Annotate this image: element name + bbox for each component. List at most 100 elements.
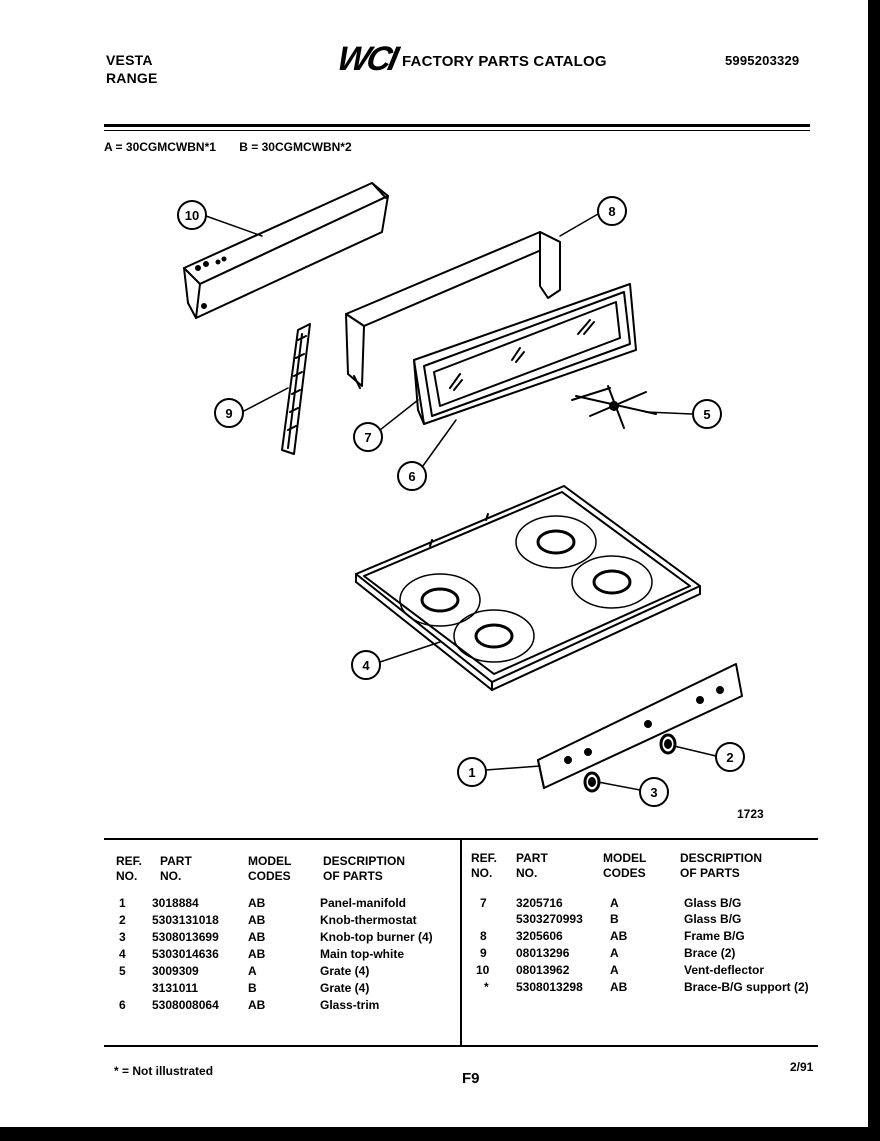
ref-cell: 10 xyxy=(476,963,490,977)
part-cell: 3205606 xyxy=(516,929,563,943)
part-cell: 08013962 xyxy=(516,963,570,977)
callout-6-label: 6 xyxy=(408,469,415,484)
catalog-title: FACTORY PARTS CATALOG xyxy=(402,53,607,70)
part-grate xyxy=(571,385,657,429)
desc-cell: Vent-deflector xyxy=(684,963,765,977)
part-cell: 3018884 xyxy=(152,896,199,910)
part-cell: 5303131018 xyxy=(152,913,219,927)
ref-cell: 4 xyxy=(119,947,126,961)
part-cell: 3009309 xyxy=(152,964,199,978)
callout-1: 1 xyxy=(457,757,487,787)
callout-2-label: 2 xyxy=(726,750,733,765)
part-cell: 3205716 xyxy=(516,896,563,910)
desc-cell: Grate (4) xyxy=(320,964,370,978)
model-cell: AB xyxy=(248,913,266,927)
ref-cell: 5 xyxy=(119,964,126,978)
ref-cell: 1 xyxy=(119,896,126,910)
model-cell: AB xyxy=(248,896,266,910)
header-ref-right: REF.NO. xyxy=(471,851,498,880)
part-brace xyxy=(281,323,311,455)
model-cell: AB xyxy=(610,980,628,994)
model-cell: A xyxy=(610,963,619,977)
model-cell: B xyxy=(248,981,257,995)
callout-3-label: 3 xyxy=(650,785,657,800)
desc-cell: Grate (4) xyxy=(320,981,370,995)
table-column-divider xyxy=(460,840,462,1045)
callout-8: 8 xyxy=(597,196,627,226)
desc-cell: Knob-thermostat xyxy=(320,913,417,927)
ref-cell: 9 xyxy=(480,946,487,960)
part-main-top xyxy=(355,485,701,691)
not-illustrated-note: * = Not illustrated xyxy=(114,1064,214,1078)
callout-9: 9 xyxy=(214,398,244,428)
part-cell: 5308013699 xyxy=(152,930,219,944)
leader-lines xyxy=(205,213,717,791)
scan-edge-right xyxy=(868,0,880,1141)
part-cell: 5303270993 xyxy=(516,912,583,926)
catalog-number: 5995203329 xyxy=(725,53,800,68)
part-vent-deflector xyxy=(183,182,389,319)
model-a-label: A = 30CGMCWBN*1 xyxy=(104,140,216,154)
callout-8-label: 8 xyxy=(608,204,615,219)
part-cell: 5303014636 xyxy=(152,947,219,961)
model-cell: A xyxy=(248,964,257,978)
callout-5-label: 5 xyxy=(703,407,710,422)
product-type: RANGE xyxy=(106,70,158,86)
brand-name: VESTA xyxy=(106,52,153,68)
part-manifold-panel xyxy=(537,663,743,789)
model-cell: B xyxy=(610,912,619,926)
desc-cell: Panel-manifold xyxy=(320,896,407,910)
ref-cell: 3 xyxy=(119,930,126,944)
callout-4-label: 4 xyxy=(362,658,370,673)
page-number: F9 xyxy=(462,1070,480,1087)
header-ref: REF.NO. xyxy=(116,854,143,883)
header-rule xyxy=(104,124,810,127)
model-b-label: B = 30CGMCWBN*2 xyxy=(239,140,352,154)
callout-10: 10 xyxy=(177,200,207,230)
revision-date: 2/91 xyxy=(790,1060,814,1074)
ref-cell: 2 xyxy=(119,913,126,927)
callout-2: 2 xyxy=(715,742,745,772)
callout-3: 3 xyxy=(639,777,669,807)
model-cell: AB xyxy=(610,929,628,943)
desc-cell: Knob-top burner (4) xyxy=(320,930,433,944)
part-glass-trim xyxy=(413,283,637,425)
model-cell: AB xyxy=(248,947,266,961)
model-cell: AB xyxy=(248,998,266,1012)
callout-1-label: 1 xyxy=(468,765,475,780)
callout-6: 6 xyxy=(397,461,427,491)
part-cell: 5308008064 xyxy=(152,998,219,1012)
model-cell: AB xyxy=(248,930,266,944)
callout-9-label: 9 xyxy=(225,406,232,421)
ref-cell: * xyxy=(484,980,489,994)
table-top-rule xyxy=(104,838,818,840)
desc-cell: Glass B/G xyxy=(684,912,742,926)
ref-cell: 6 xyxy=(119,998,126,1012)
desc-cell: Frame B/G xyxy=(684,929,745,943)
header-rule-thin xyxy=(104,130,810,131)
desc-cell: Main top-white xyxy=(320,947,404,961)
callout-10-label: 10 xyxy=(185,208,199,223)
figure-number: 1723 xyxy=(737,807,764,821)
scan-edge-bottom xyxy=(0,1127,880,1141)
desc-cell: Brace-B/G support (2) xyxy=(684,980,809,994)
callout-7-label: 7 xyxy=(364,430,371,445)
ref-cell: 7 xyxy=(480,896,487,910)
exploded-parts-diagram: 10 8 9 7 5 6 4 1 2 3 xyxy=(177,182,745,807)
callout-4: 4 xyxy=(351,650,381,680)
part-cell: 08013296 xyxy=(516,946,570,960)
ref-cell: 8 xyxy=(480,929,487,943)
desc-cell: Glass-trim xyxy=(320,998,380,1012)
desc-cell: Glass B/G xyxy=(684,896,742,910)
desc-cell: Brace (2) xyxy=(684,946,736,960)
model-cell: A xyxy=(610,946,619,960)
part-cell: 5308013298 xyxy=(516,980,583,994)
model-cell: A xyxy=(610,896,619,910)
part-frame xyxy=(345,231,561,389)
